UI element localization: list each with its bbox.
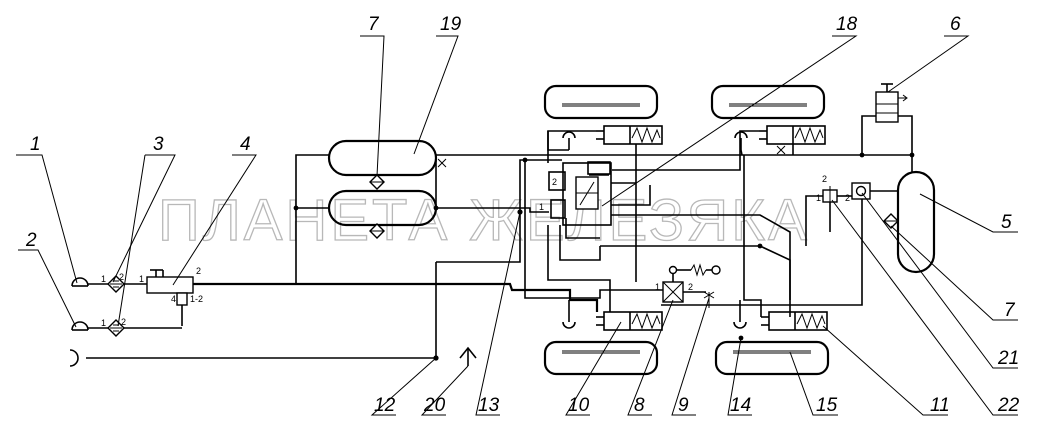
- callout-4: 4: [240, 134, 251, 155]
- coupling-head-icon: [71, 321, 89, 331]
- port-label: 1-2: [190, 294, 203, 304]
- callout-15: 15: [816, 395, 838, 416]
- drain-valve-icon: [369, 174, 385, 190]
- port-label: 2: [121, 317, 126, 327]
- check-mark-icon: [776, 145, 786, 155]
- port-label: 4: [171, 294, 176, 304]
- port-label: 1: [655, 282, 660, 292]
- brake-distributor: [548, 161, 612, 226]
- pressure-switch: [875, 83, 908, 123]
- port-label: 2: [845, 193, 850, 203]
- coupling-head-icon: [69, 349, 79, 367]
- callout-2: 2: [25, 230, 37, 251]
- callout-6: 6: [950, 14, 961, 35]
- brake-chamber-front-left: [562, 125, 663, 150]
- port-label: 2: [552, 177, 557, 187]
- callout-9: 9: [678, 395, 689, 416]
- drain-valve-icon: [369, 223, 385, 239]
- line-filter-icon: [107, 319, 125, 337]
- drain-valve-icon: [883, 213, 899, 229]
- watermark: ПЛАНЕТА ЖЕЛЕЗЯКА: [158, 188, 810, 253]
- callout-20: 20: [423, 395, 446, 416]
- wheel-front-right: [710, 84, 826, 120]
- port-label: 1: [816, 193, 821, 203]
- air-receiver-19: [327, 139, 438, 177]
- callout-18: 18: [836, 14, 858, 35]
- wheel-front-left: [543, 84, 659, 120]
- port-label: 2: [196, 266, 201, 276]
- callout-14: 14: [730, 395, 751, 416]
- callout-12: 12: [374, 395, 396, 416]
- brake-chamber-rear-right: [733, 310, 828, 331]
- port-label: 1: [139, 274, 144, 284]
- pressure-gauge-icon: [459, 346, 477, 366]
- callout-13: 13: [478, 395, 500, 416]
- air-receiver-5: [896, 170, 936, 274]
- wheel-rear-right: [714, 340, 830, 376]
- line-filter-icon: [107, 275, 125, 293]
- callout-1: 1: [30, 134, 41, 155]
- callout-7: 7: [1004, 300, 1016, 321]
- callout-10: 10: [568, 395, 590, 416]
- port-label: 1: [539, 202, 544, 212]
- callout-21: 21: [997, 348, 1019, 369]
- callout-22: 22: [997, 395, 1020, 416]
- control-valve: [146, 269, 194, 326]
- callout-7: 7: [368, 14, 380, 35]
- pressure-regulator: [662, 263, 721, 303]
- port-label: 2: [688, 282, 693, 292]
- port-label: 2: [822, 174, 827, 184]
- port-label: 1: [101, 274, 106, 284]
- port-label: 2: [119, 272, 124, 282]
- air-receiver-lower: [327, 189, 438, 227]
- callout-11: 11: [930, 395, 950, 416]
- callout-3: 3: [153, 134, 164, 155]
- quick-release-valve: [822, 182, 871, 206]
- coupling-head-icon: [71, 277, 89, 287]
- wheel-rear-left: [543, 340, 659, 376]
- port-label: 1: [101, 318, 106, 328]
- callout-8: 8: [634, 395, 645, 416]
- check-mark-icon: [437, 158, 447, 168]
- brake-chamber-rear-left: [562, 310, 663, 331]
- leader-lines: [16, 35, 1018, 416]
- callout-5: 5: [1001, 212, 1012, 233]
- callout-19: 19: [440, 14, 462, 35]
- brake-chamber-front-right: [734, 125, 826, 150]
